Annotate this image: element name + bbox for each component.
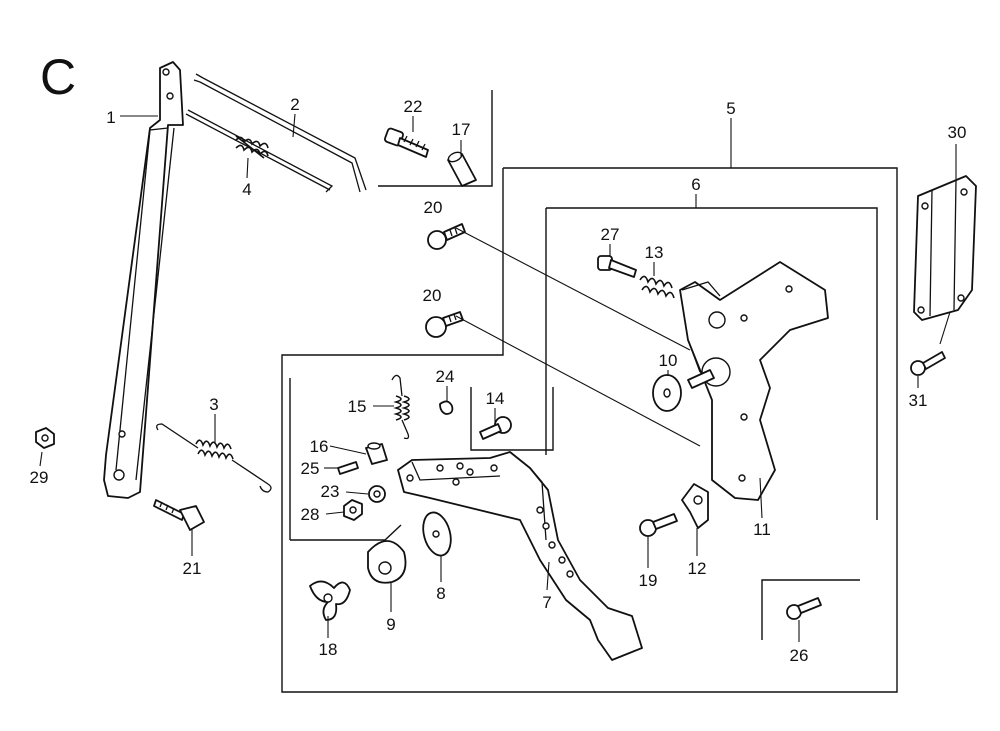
part-1-lever-arm xyxy=(103,61,184,499)
callout-4: 4 xyxy=(242,180,251,199)
part-20-bolt-upper xyxy=(427,223,466,250)
part-12-bracket xyxy=(681,483,709,529)
part-21-bolt xyxy=(153,499,205,531)
assembly-frames xyxy=(281,90,898,693)
part-27-bolt xyxy=(597,255,637,278)
callout-31: 31 xyxy=(909,391,928,410)
callout-29: 29 xyxy=(30,468,49,487)
part-4-spring xyxy=(235,135,269,159)
callout-16: 16 xyxy=(310,437,329,456)
part-14-bolt xyxy=(479,416,512,440)
part-15-spring xyxy=(391,374,410,440)
callout-27: 27 xyxy=(601,225,620,244)
frame-bracket-26 xyxy=(761,579,860,640)
callout-18: 18 xyxy=(319,640,338,659)
callout-23: 23 xyxy=(321,482,340,501)
part-26-bolt xyxy=(786,597,822,620)
callout-20-lower: 20 xyxy=(423,286,442,305)
part-20-bolt-lower xyxy=(425,311,464,338)
callout-20-upper: 20 xyxy=(424,198,443,217)
callout-8: 8 xyxy=(436,584,445,603)
callout-6: 6 xyxy=(691,175,700,194)
part-30-bracket xyxy=(913,175,977,321)
part-31-bolt xyxy=(910,351,946,376)
part-10-washer xyxy=(652,374,682,412)
part-24-clip xyxy=(439,400,454,415)
callout-12: 12 xyxy=(688,559,707,578)
part-22-bolt xyxy=(384,127,429,158)
callout-3: 3 xyxy=(209,395,218,414)
callout-21: 21 xyxy=(183,559,202,578)
callout-11: 11 xyxy=(753,520,771,539)
part-13-spring xyxy=(639,275,675,299)
part-25-screw xyxy=(337,461,359,475)
section-letter: C xyxy=(40,49,76,105)
callout-22: 22 xyxy=(404,97,423,116)
callout-26: 26 xyxy=(790,646,809,665)
callout-10: 10 xyxy=(659,351,678,370)
callout-9: 9 xyxy=(386,615,395,634)
callout-17: 17 xyxy=(452,120,471,139)
part-9-cam xyxy=(367,540,407,584)
frame-bracket-22-17 xyxy=(378,90,493,187)
callout-13: 13 xyxy=(645,243,664,262)
part-19-bolt xyxy=(639,513,678,537)
frame-bracket-15-28 xyxy=(290,524,402,541)
callout-14: 14 xyxy=(486,389,505,408)
callout-labels: 1 2 3 4 5 6 7 8 9 10 11 12 13 14 15 16 1… xyxy=(30,95,967,665)
part-2-rod xyxy=(185,73,367,193)
part-28-nut xyxy=(343,499,363,521)
part-11-plate xyxy=(679,261,829,501)
part-18-wing-nut xyxy=(309,580,351,621)
leader-lines xyxy=(39,113,957,642)
frame-bracket-14 xyxy=(470,387,554,451)
callout-5: 5 xyxy=(726,99,735,118)
part-8-washer xyxy=(422,511,452,557)
callout-7: 7 xyxy=(542,593,551,612)
part-3-spring xyxy=(156,423,272,493)
callout-28: 28 xyxy=(301,505,320,524)
callout-25: 25 xyxy=(301,459,320,478)
callout-19: 19 xyxy=(639,571,658,590)
frame-assembly-5 xyxy=(281,167,898,693)
frame-assembly-6 xyxy=(546,207,878,520)
callout-30: 30 xyxy=(948,123,967,142)
callout-2: 2 xyxy=(290,95,299,114)
part-23-washer xyxy=(368,485,386,503)
callout-1: 1 xyxy=(106,108,115,127)
part-16-nipple xyxy=(365,442,388,465)
part-7-lever xyxy=(397,451,643,661)
callout-24: 24 xyxy=(436,367,455,386)
part-29-nut xyxy=(35,427,55,449)
callout-15: 15 xyxy=(348,397,367,416)
